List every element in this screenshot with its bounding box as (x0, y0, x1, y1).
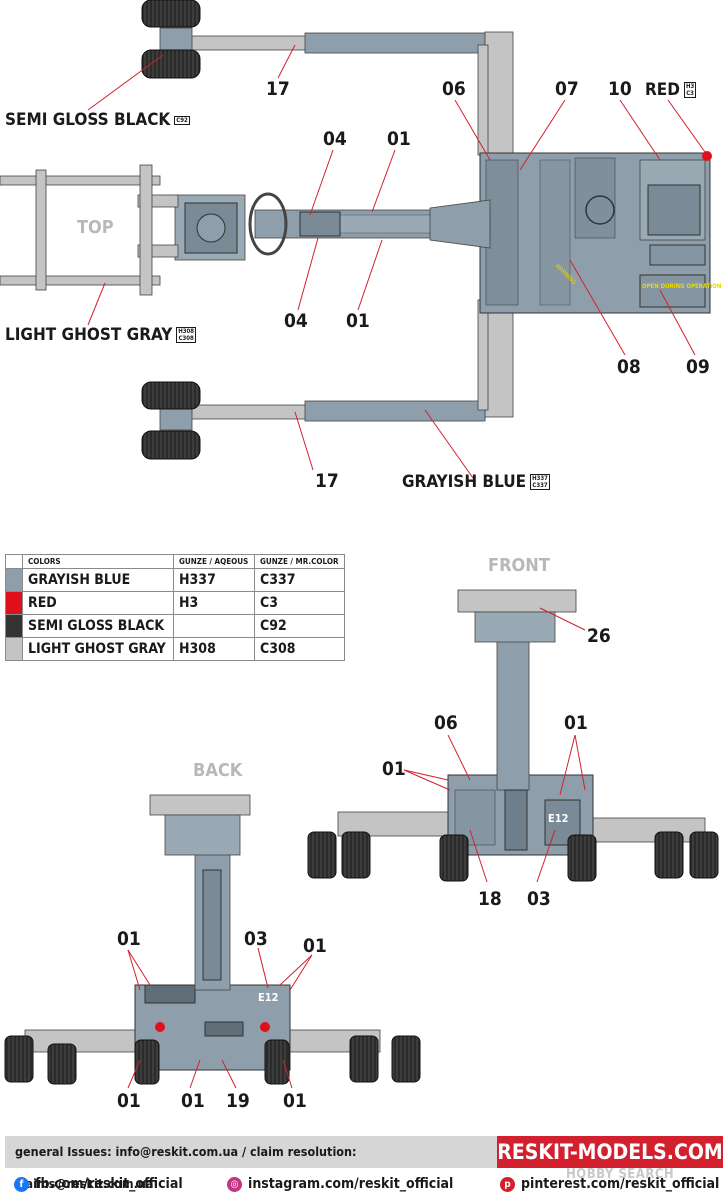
part-number: 03 (244, 928, 268, 950)
color-swatch (5, 614, 23, 638)
header-colors: COLORS (22, 554, 174, 569)
table-row: SEMI GLOSS BLACK C92 (5, 614, 345, 638)
part-number: 01 (382, 758, 406, 780)
part-number: 01 (387, 128, 411, 150)
part-number: 01 (283, 1090, 307, 1112)
part-number: 01 (346, 310, 370, 332)
instagram-icon: ◎ (227, 1176, 242, 1192)
table-row: LIGHT GHOST GRAY H308 C308 (5, 637, 345, 661)
part-number: 04 (284, 310, 308, 332)
color-swatch (5, 568, 23, 592)
brand-link[interactable]: RESKIT-MODELS.COM (497, 1136, 723, 1168)
hull-number-front: E12 (548, 812, 569, 825)
hull-number-back: E12 (258, 991, 279, 1004)
top-view-label: TOP (77, 217, 114, 238)
part-number: 19 (226, 1090, 250, 1112)
part-number: 06 (442, 78, 466, 100)
color-table-header: COLORS GUNZE / AQEOUS GUNZE / MR.COLOR (5, 554, 345, 569)
panel-text: OPEN DURING OPERATION (642, 283, 722, 290)
color-swatch (5, 637, 23, 661)
header-mrcolor: GUNZE / MR.COLOR (254, 554, 345, 569)
part-number: 01 (181, 1090, 205, 1112)
part-number: 04 (323, 128, 347, 150)
part-number: 10 (608, 78, 632, 100)
header-aqueous: GUNZE / AQEOUS (173, 554, 255, 569)
part-number: 01 (117, 928, 141, 950)
part-number: 17 (315, 470, 339, 492)
part-number: 06 (434, 712, 458, 734)
facebook-icon: f (14, 1176, 29, 1192)
part-number: 08 (617, 356, 641, 378)
pinterest-icon: p (500, 1176, 515, 1192)
part-number: 17 (266, 78, 290, 100)
footer: general Issues: info@reskit.com.ua / cla… (0, 1136, 723, 1200)
top-view: WARNING (0, 0, 712, 479)
front-view: E12 (307, 589, 719, 883)
part-number: 01 (303, 935, 327, 957)
part-number: 01 (564, 712, 588, 734)
instagram-link[interactable]: ◎instagram.com/reskit_official (227, 1176, 453, 1192)
part-number: 18 (478, 888, 502, 910)
color-table: COLORS GUNZE / AQEOUS GUNZE / MR.COLOR G… (5, 554, 345, 661)
part-number: 07 (555, 78, 579, 100)
back-view-label: BACK (193, 760, 243, 781)
color-swatch (5, 591, 23, 615)
part-number: 26 (587, 625, 611, 647)
part-number: 09 (686, 356, 710, 378)
table-row: GRAYISH BLUE H337 C337 (5, 568, 345, 592)
table-row: RED H3 C3 (5, 591, 345, 615)
contact-info: general Issues: info@reskit.com.ua / cla… (5, 1136, 497, 1191)
part-number: 01 (117, 1090, 141, 1112)
watermark: HOBBY SEARCH (566, 1167, 675, 1182)
front-view-label: FRONT (488, 555, 550, 576)
part-number: 03 (527, 888, 551, 910)
back-view: E12 (4, 794, 421, 1089)
